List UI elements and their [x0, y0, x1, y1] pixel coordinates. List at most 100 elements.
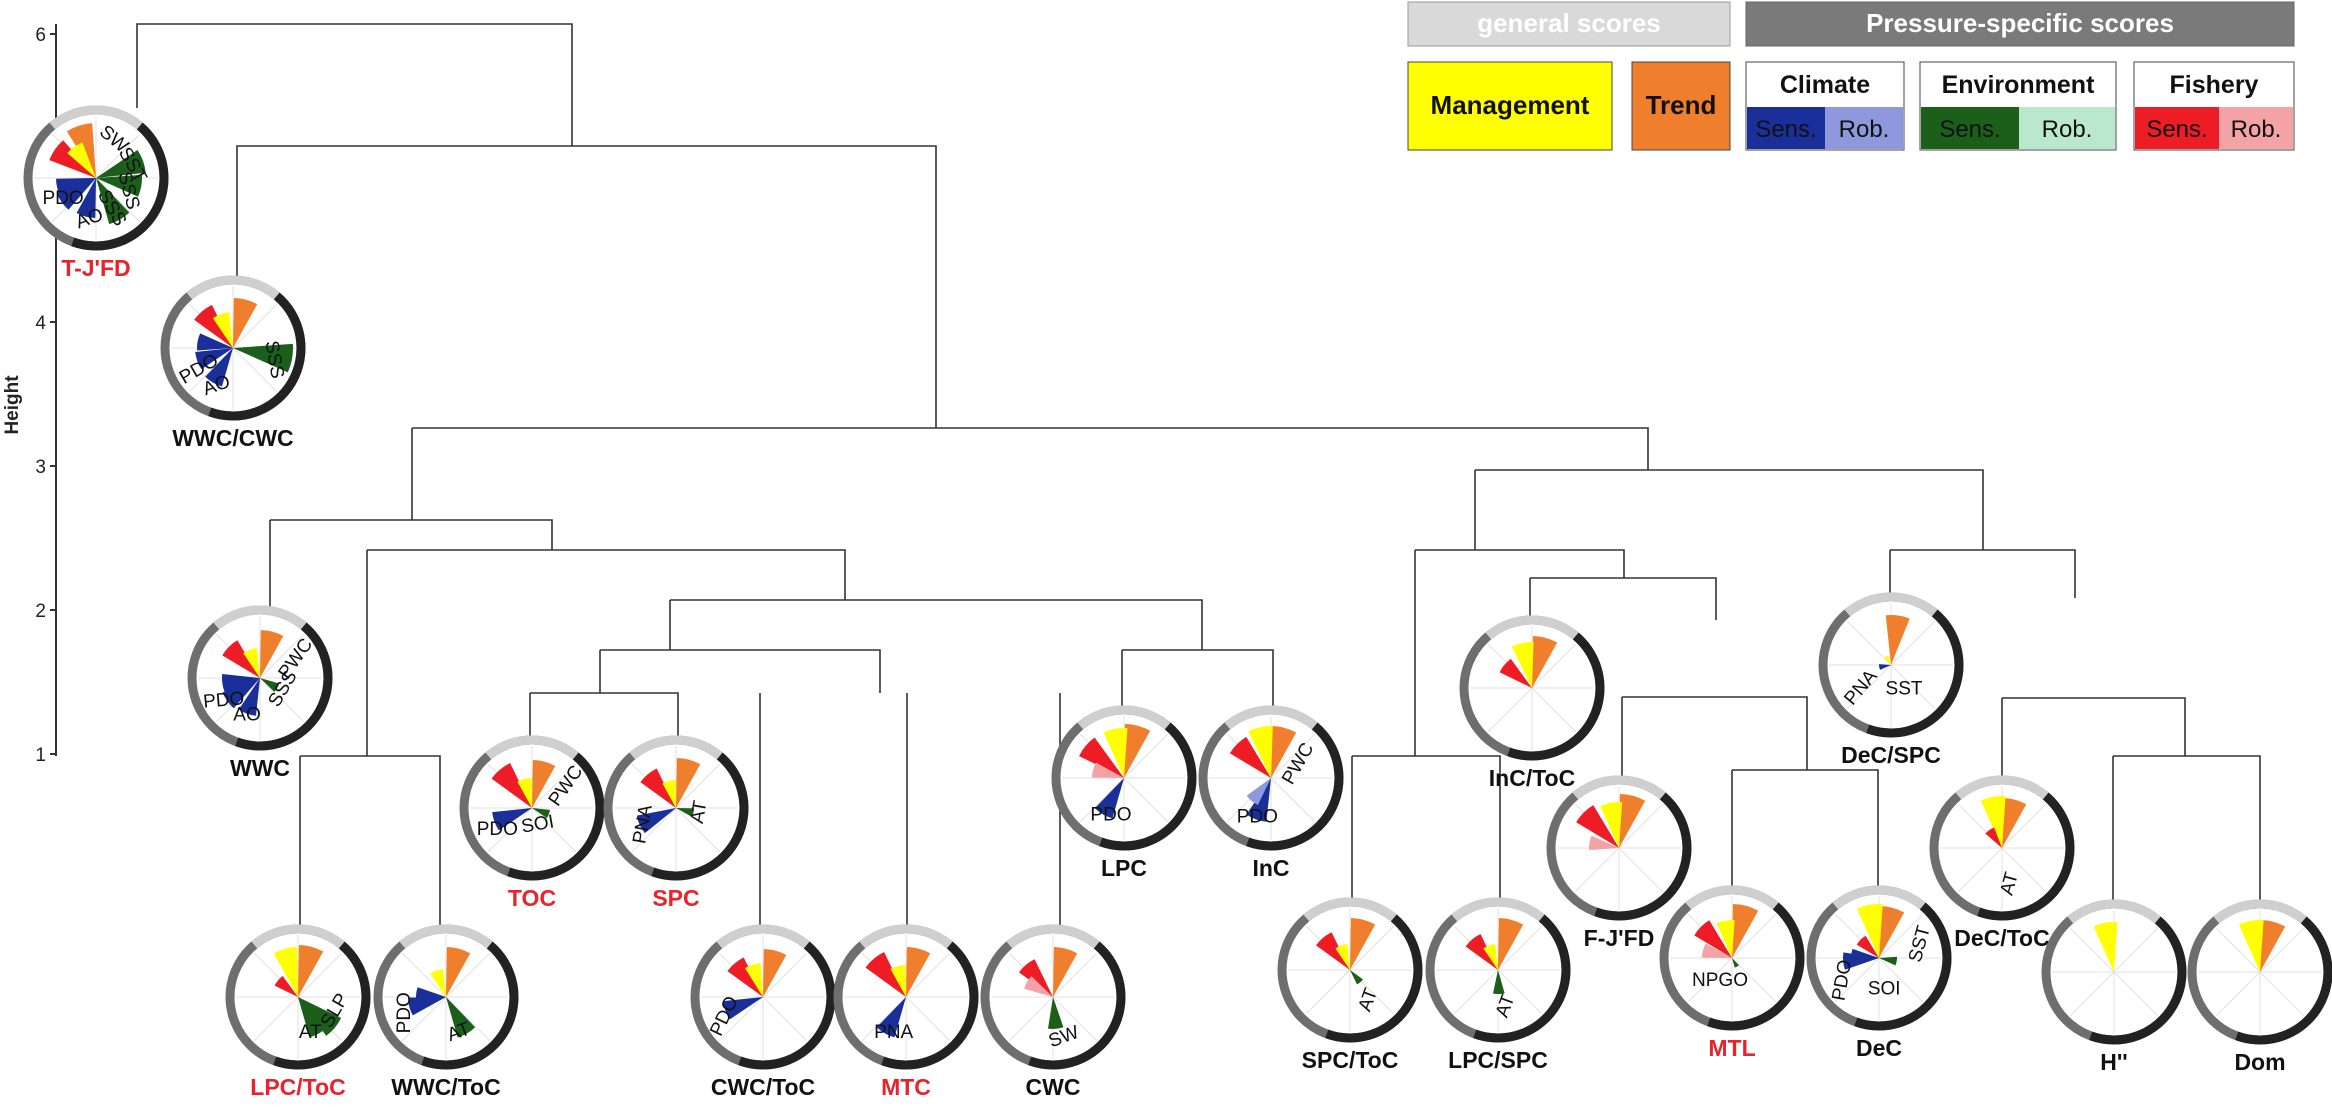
leaf-guide — [1618, 803, 1664, 849]
leaf-glyphs: SWSSTSSSSSSAOPDOT-J'FDSSSAOPDOWWC/CWCPWC… — [23, 105, 2332, 1100]
leaf-label: T-J'FD — [61, 255, 130, 281]
wedge-management — [1335, 944, 1350, 970]
wedge-env_sens — [1879, 956, 1897, 966]
wedge-fish_sens — [1694, 920, 1732, 958]
legend: general scores Pressure-specific scores … — [1407, 1, 2295, 151]
wedge-climate_rob — [1246, 778, 1271, 805]
leaf-guide — [401, 996, 447, 1042]
leaf-guide — [1618, 847, 1664, 893]
leaf-guide — [1349, 925, 1395, 971]
leaf-guide — [1890, 620, 1936, 666]
wedge-management — [1600, 802, 1623, 848]
leaf-guide — [1878, 957, 1924, 1003]
leaf-guide — [1305, 969, 1351, 1015]
wedge-trend — [1885, 615, 1910, 665]
wedge-env_sens — [446, 997, 476, 1038]
wedge-management — [1857, 904, 1883, 958]
dendrogram-links — [136, 23, 2261, 930]
leaf-inctoc: InC/ToC — [1459, 615, 1605, 791]
legend-fish-sens-label: Sens. — [2146, 116, 2207, 143]
leaf-ring-dark — [421, 941, 519, 1070]
leaf-ring-light — [1006, 924, 1100, 949]
wedge-climate_sens — [222, 674, 260, 693]
legend-env-rob-label: Rob. — [2042, 116, 2093, 143]
leaf-ring-dark — [1325, 914, 1423, 1043]
leaf-label: TOC — [508, 885, 556, 911]
wedge-management — [1248, 726, 1273, 778]
leaf-label: InC — [1252, 855, 1289, 881]
leaf-guide — [905, 996, 951, 1042]
leaf-label: Dom — [2234, 1049, 2285, 1075]
wedge-management — [2238, 920, 2264, 972]
leaf-guide — [253, 996, 299, 1042]
wedge-fish_rob — [1024, 976, 1053, 997]
leaf-label: H'' — [2100, 1049, 2128, 1075]
leaf-ring-dark — [507, 752, 605, 881]
leaf-guide — [675, 807, 721, 853]
wedge-env_sens — [96, 174, 142, 197]
y-tick-label: 6 — [35, 25, 46, 46]
leaf-guide — [675, 763, 721, 809]
wedge-env_sens — [298, 997, 342, 1036]
wedge-climate_sens — [636, 808, 676, 834]
leaf-guide — [861, 996, 907, 1042]
leaf-ring-light — [1077, 705, 1171, 730]
leaf-guide — [1574, 847, 1620, 893]
wedge-trend — [1532, 636, 1558, 688]
leaf-label: DeC/SPC — [1841, 742, 1941, 768]
legend-pressure-header: Pressure-specific scores — [1866, 8, 2174, 38]
leaf-guide — [2113, 927, 2159, 973]
wedge-management — [212, 312, 233, 348]
leaf-guide — [762, 996, 808, 1042]
leaf-guide — [1270, 733, 1316, 779]
wedge-label: NPGO — [1692, 970, 1748, 991]
leaf-guide — [531, 807, 577, 853]
leaf-ring-light — [251, 924, 345, 949]
legend-climate-label: Climate — [1780, 71, 1870, 99]
leaf-label: F-J'FD — [1584, 925, 1655, 951]
wedge-climate_sens — [76, 178, 96, 218]
wedge-fish_rob — [1589, 835, 1619, 851]
leaf-label: CWC — [1026, 1074, 1081, 1100]
leaf-guide — [95, 177, 141, 223]
wedge-management — [2093, 922, 2118, 972]
leaf-fjfd: F-J'FD — [1546, 775, 1692, 951]
leaf-guide — [1052, 996, 1098, 1042]
leaf-ring-dark — [651, 752, 749, 881]
wedge-trend — [1619, 794, 1646, 848]
wedge-label: PDO — [202, 688, 245, 713]
wedge-climate_sens — [56, 178, 96, 198]
leaf-guide — [1846, 664, 1892, 710]
wedge-env_sens — [1350, 970, 1363, 985]
wedge-trend — [1732, 904, 1759, 958]
leaf-ring-dark — [1977, 792, 2075, 921]
leaf-ring-dark — [71, 122, 169, 251]
wedge-management — [744, 963, 763, 997]
wedge-trend — [2260, 920, 2286, 972]
leaf-guide — [718, 996, 764, 1042]
leaf-label: SPC/ToC — [1302, 1047, 1399, 1073]
leaf-ring-dark — [1866, 609, 1964, 738]
leaf-guide — [2259, 971, 2305, 1017]
leaf-label: LPC/SPC — [1448, 1047, 1548, 1073]
leaf-dom: Dom — [2187, 899, 2332, 1075]
leaf-guide — [905, 952, 951, 998]
y-tick-label: 4 — [35, 313, 46, 334]
legend-climate-sens-swatch — [1747, 107, 1825, 149]
leaf-guide — [1497, 925, 1543, 971]
leaf-guide — [1846, 620, 1892, 666]
wedge-trend — [260, 630, 284, 678]
wedge-env_sens — [676, 808, 694, 817]
leaf-ring-light — [2213, 899, 2307, 924]
wedge-trend — [2002, 798, 2027, 848]
leaf-ring-dark — [1507, 632, 1605, 761]
wedge-env_sens — [96, 178, 130, 225]
legend-general-header: general scores — [1477, 8, 1661, 38]
leaf-ring-light — [213, 605, 307, 630]
wedge-fish_sens — [865, 952, 906, 997]
wedge-climate_sens — [1851, 948, 1879, 963]
leaf-guide — [445, 996, 491, 1042]
